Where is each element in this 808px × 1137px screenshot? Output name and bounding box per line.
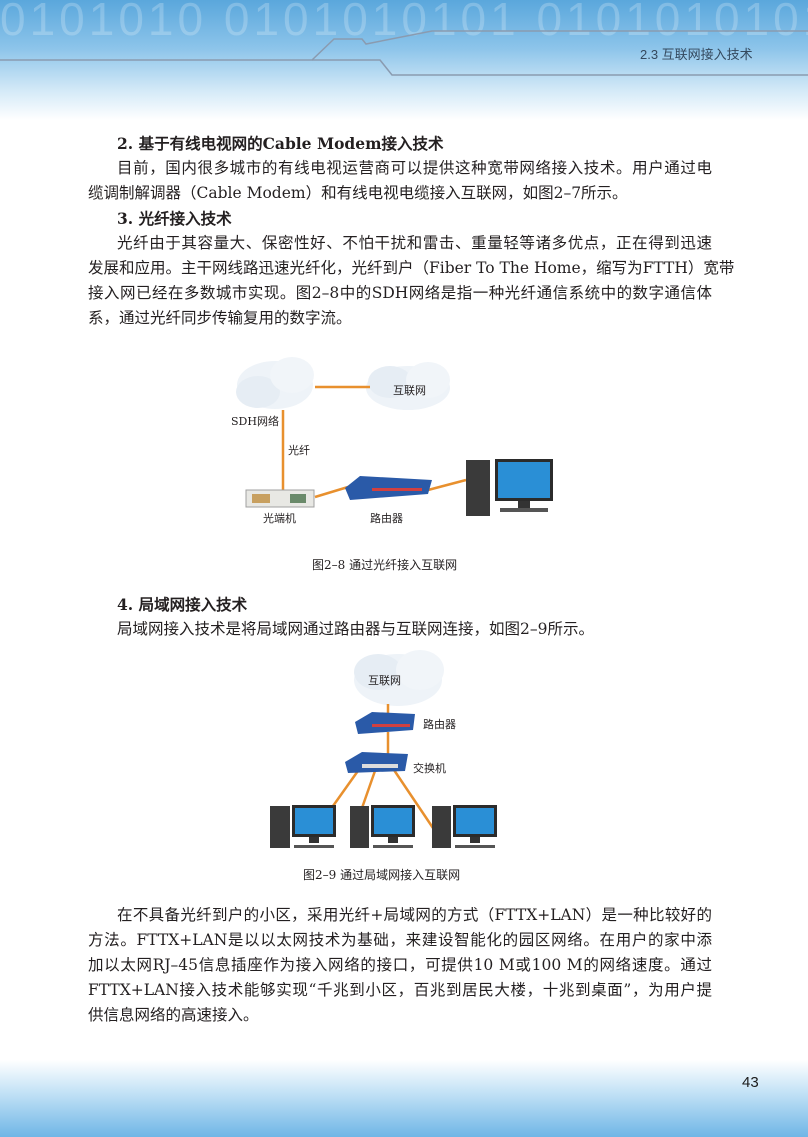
router-icon <box>345 476 432 500</box>
paragraph-line: 目前，国内很多城市的有线电视运营商可以提供这种宽带网络接入技术。用户通过电 <box>117 159 712 177</box>
cable-line <box>427 478 467 492</box>
computer-icon <box>432 805 497 848</box>
heading-lan: 4. 局域网接入技术 <box>117 595 248 614</box>
cloud-icon <box>366 362 450 410</box>
paragraph-line: 缆调制解调器（Cable Modem）和有线电视电缆接入互联网，如图2–7所示。 <box>88 184 628 202</box>
paragraph-line: 在不具备光纤到户的小区，采用光纤+局域网的方式（FTTX+LAN）是一种比较好的 <box>117 906 712 924</box>
paragraph-line: 发展和应用。主干网线路迅速光纤化，光纤到户（Fiber To The Home，… <box>88 259 735 277</box>
label-internet: 互联网 <box>393 384 426 397</box>
router-icon <box>355 712 415 734</box>
cable-line <box>360 767 378 809</box>
paragraph-line: 供信息网络的高速接入。 <box>88 1006 259 1024</box>
paragraph-line: FTTX+LAN接入技术能够实现“千兆到小区，百兆到居民大楼，十兆到桌面”，为用… <box>88 981 712 999</box>
label-router: 路由器 <box>370 512 403 525</box>
cable-line <box>392 769 435 829</box>
binary-decoration: 0101010 0101010101 0101010101 <box>0 0 808 45</box>
cloud-icon <box>236 357 314 409</box>
heading-fiber: 3. 光纤接入技术 <box>117 209 232 228</box>
paragraph-line: 方法。FTTX+LAN是以以太网技术为基础，来建设智能化的园区网络。在用户的家中… <box>88 931 712 949</box>
figure-caption: 图2–8 通过光纤接入互联网 <box>312 558 458 572</box>
section-title: 2.3 互联网接入技术 <box>640 47 753 62</box>
paragraph-line: 局域网接入技术是将局域网通过路由器与互联网连接，如图2–9所示。 <box>117 620 594 638</box>
label-switch: 交换机 <box>413 762 446 775</box>
label-ont: 光端机 <box>263 512 296 525</box>
label-router: 路由器 <box>423 718 456 731</box>
paragraph-line: 系，通过光纤同步传输复用的数字流。 <box>88 309 352 327</box>
label-fiber: 光纤 <box>288 444 310 457</box>
paragraph-line: 接入网已经在多数城市实现。图2–8中的SDH网络是指一种光纤通信系统中的数字通信… <box>88 284 712 302</box>
cable-line <box>314 485 349 499</box>
cloud-icon <box>354 650 444 706</box>
page-number: 43 <box>742 1074 759 1091</box>
heading-cable-modem: 2. 基于有线电视网的Cable Modem接入技术 <box>117 134 444 153</box>
label-sdh: SDH网络 <box>231 415 279 428</box>
switch-icon <box>345 752 408 773</box>
figure-caption: 图2–9 通过局域网接入互联网 <box>303 868 461 882</box>
header-rule <box>0 30 808 76</box>
computer-icon <box>350 805 415 848</box>
page-footer-banner <box>0 1060 808 1137</box>
optical-terminal-icon <box>245 489 315 508</box>
paragraph-line: 光纤由于其容量大、保密性好、不怕干扰和雷击、重量轻等诸多优点，正在得到迅速 <box>117 234 712 252</box>
page-header-banner: 0101010 0101010101 0101010101 2.3 互联网接入技… <box>0 0 808 120</box>
computer-icon <box>466 459 553 516</box>
computer-icon <box>270 805 336 848</box>
cable-line <box>331 767 362 807</box>
label-internet: 互联网 <box>368 674 401 687</box>
paragraph-line: 加以太网RJ–45信息插座作为接入网络的接口，可提供10 M或100 M的网络速… <box>88 956 712 974</box>
